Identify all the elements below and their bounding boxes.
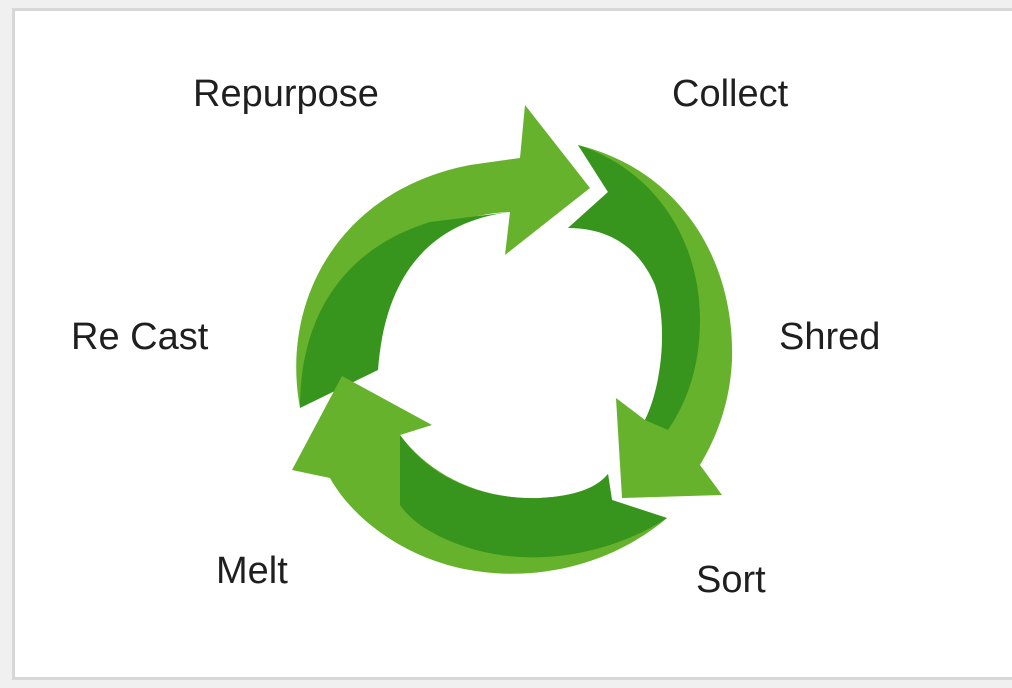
stage-label-repurpose: Repurpose [193, 73, 379, 115]
stage-label-shred: Shred [779, 316, 881, 358]
cycle-arrow-bottom [292, 376, 667, 574]
stage-label-collect: Collect [672, 73, 789, 115]
cycle-arrow-right-shade [568, 145, 700, 430]
stage-label-sort: Sort [696, 559, 766, 601]
cycle-arrow-bottom-shade [400, 435, 667, 558]
stage-label-recast: Re Cast [71, 316, 209, 358]
cycle-arrow-right [568, 145, 733, 498]
stage-label-melt: Melt [216, 550, 288, 592]
cycle-arrow-top-body [296, 105, 590, 408]
cycle-arrow-top-shade [300, 212, 510, 408]
cycle-arrow-top [296, 105, 590, 408]
